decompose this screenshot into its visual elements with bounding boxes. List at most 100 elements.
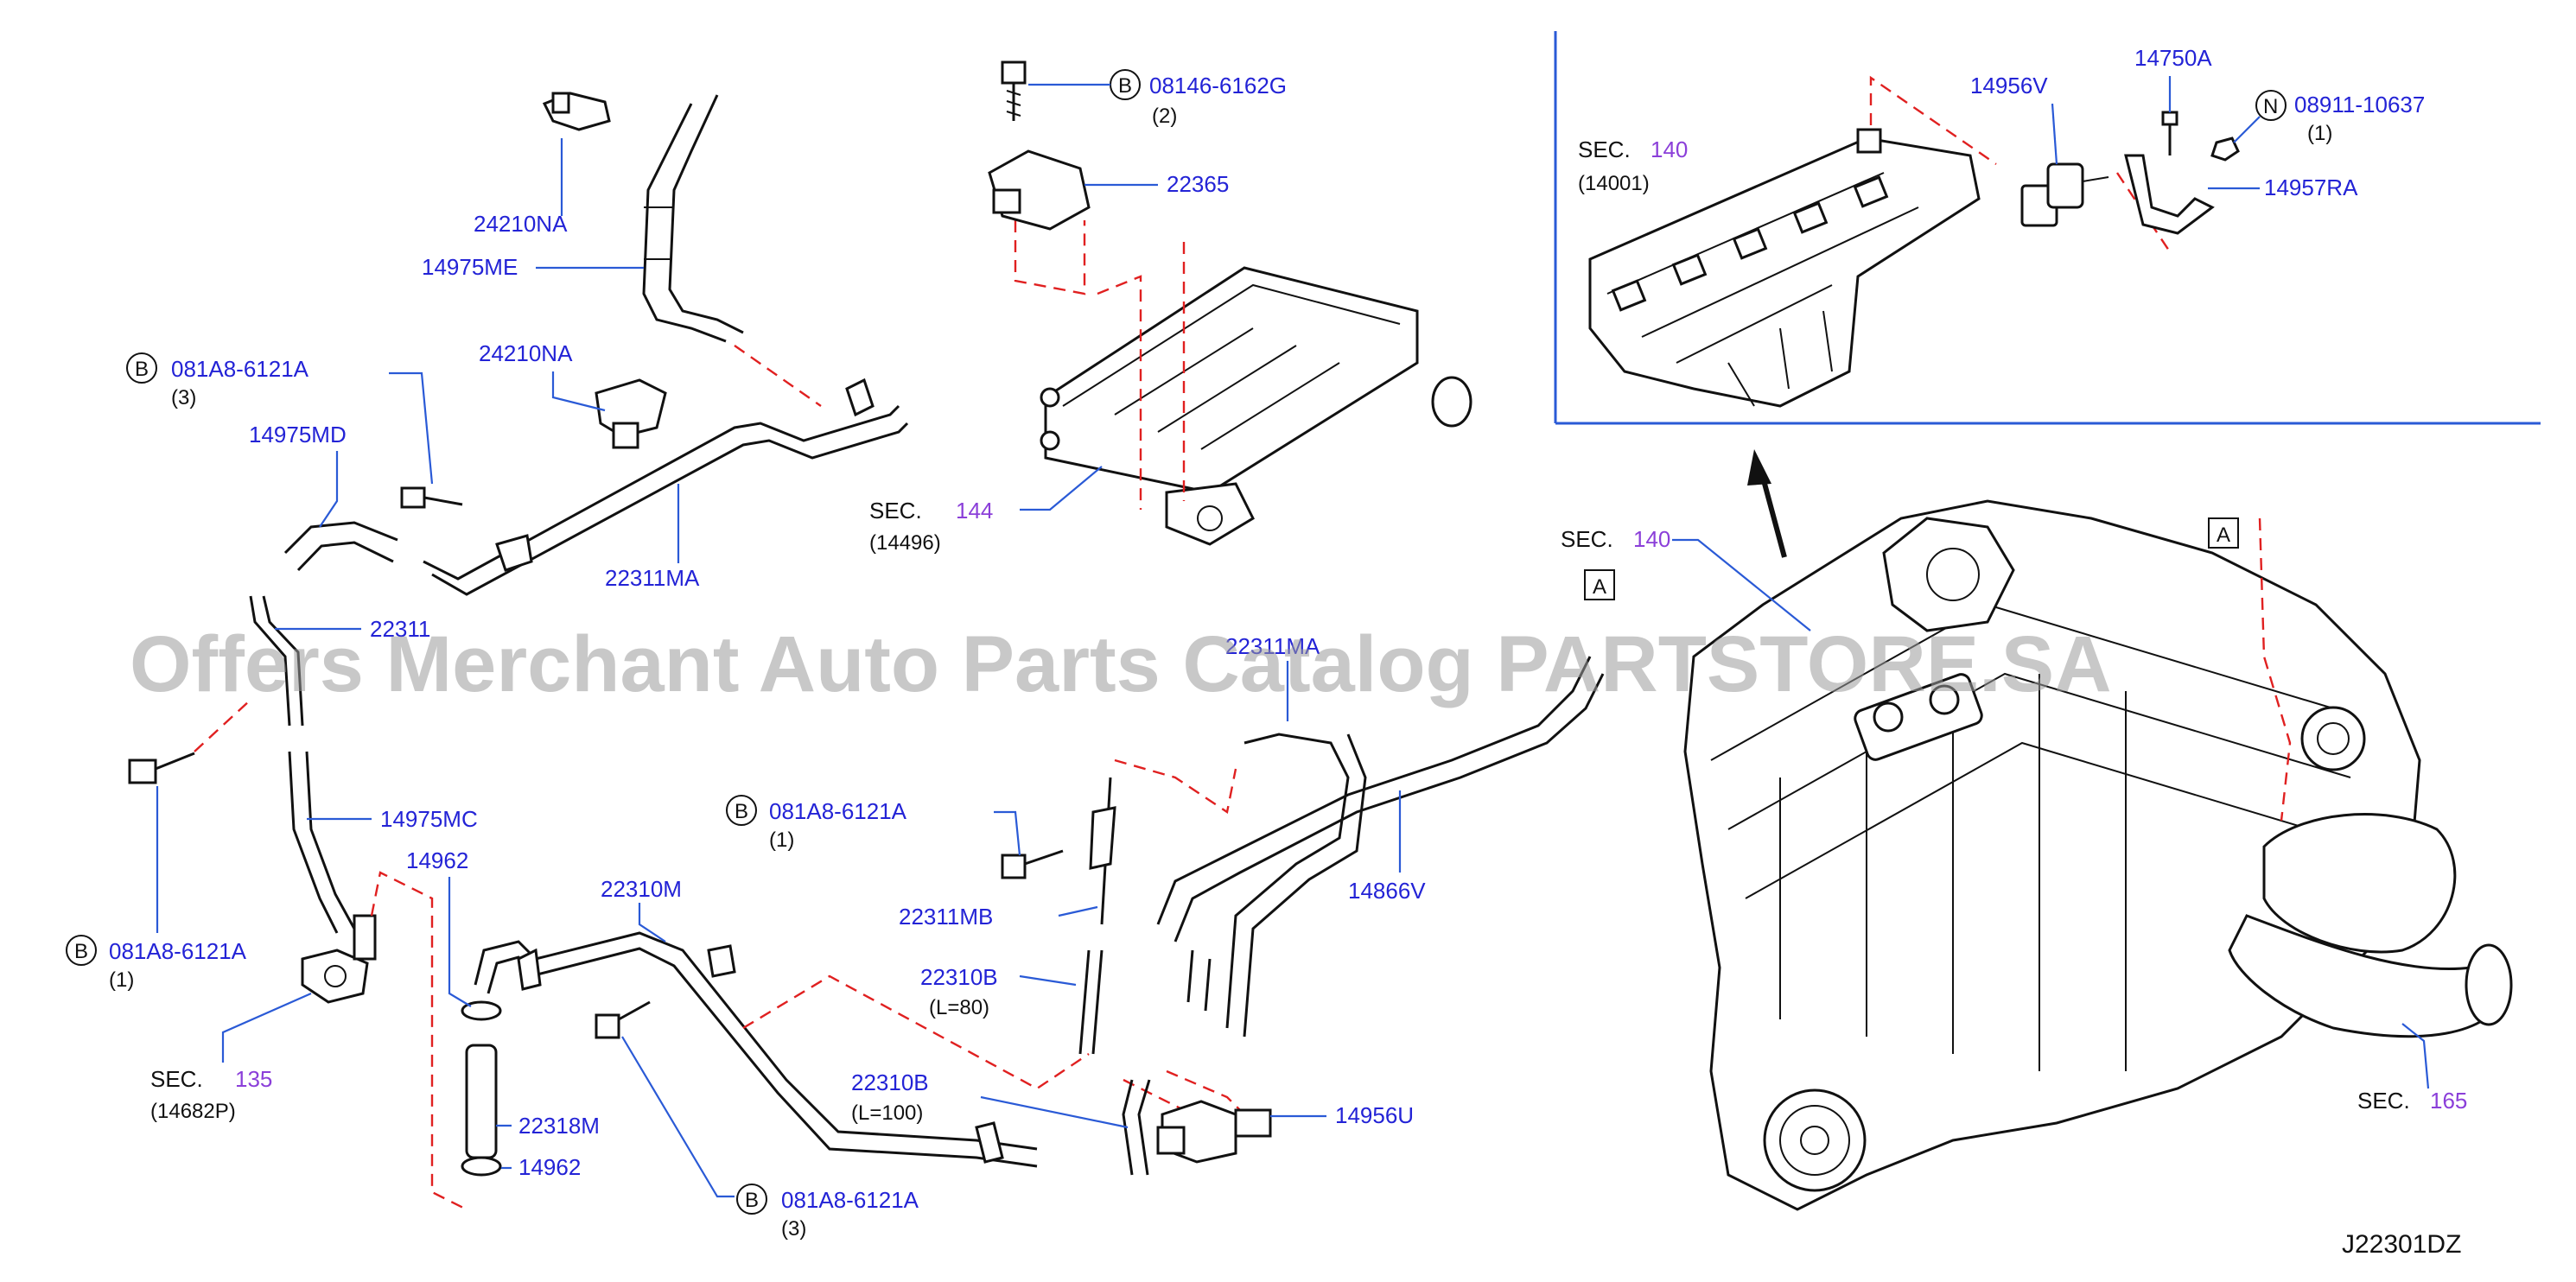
hose-22318M-drawing: [465, 1044, 498, 1159]
bolt-marker-B: B: [1118, 74, 1132, 98]
pipe-22310M-drawing: [474, 931, 1038, 1168]
callout-22310B-a: 22310B (L=80): [920, 964, 1077, 1019]
svg-text:22311MB: 22311MB: [899, 904, 993, 930]
svg-text:SEC.: SEC.: [869, 498, 922, 524]
hose-14975MD-drawing: [283, 521, 398, 572]
bolt-081A8-c-drawing: [595, 1000, 651, 1039]
diagram-code: J22301DZ: [2342, 1230, 2461, 1259]
svg-text:A: A: [2217, 524, 2230, 547]
svg-text:SEC.: SEC.: [150, 1066, 203, 1092]
sec-140-callout: SEC. 140: [1561, 526, 1811, 631]
callout-081A8-6121A-d: B 081A8-6121A (1): [726, 795, 1021, 856]
svg-text:135: 135: [235, 1066, 272, 1092]
sensor-14956V-drawing: [2020, 162, 2109, 227]
callout-22311MB: 22311MB: [899, 904, 1098, 930]
clip-24210NA-top-drawing: [542, 92, 611, 131]
callout-08146-6162G: B 08146-6162G (2): [1028, 69, 1287, 128]
callout-22310M: 22310M: [601, 876, 682, 942]
bolt-08146-drawing: [1001, 60, 1027, 121]
callout-14956V: 14956V: [1970, 73, 2058, 165]
hose-22310B-b-drawing: [1122, 1079, 1151, 1176]
bolt-14750A-drawing: [2161, 111, 2178, 155]
bolt-marker-B: B: [745, 1189, 759, 1212]
callout-081A8-6121A-b: B 081A8-6121A (1): [66, 786, 247, 992]
svg-text:24210NA: 24210NA: [474, 211, 568, 237]
connector-sec135-drawing: [301, 914, 377, 1004]
pipe-22311MA-drawing: [423, 378, 909, 596]
inset-frame: [1554, 31, 2541, 425]
callout-14957RA: 14957RA: [2208, 175, 2358, 200]
engine-assembly-drawing: [1683, 499, 2513, 1211]
vsv-14956U-drawing: [1156, 1100, 1272, 1164]
svg-text:140: 140: [1633, 526, 1670, 552]
view-marker-A-engine: A: [2208, 517, 2239, 549]
callout-081A8-6121A-a: B 081A8-6121A (3): [126, 352, 434, 485]
callout-24210NA-top: 24210NA: [474, 138, 568, 237]
svg-text:22311MA: 22311MA: [1225, 633, 1320, 659]
svg-text:SEC.: SEC.: [2357, 1088, 2410, 1114]
svg-text:14975ME: 14975ME: [422, 254, 518, 280]
svg-text:081A8-6121A: 081A8-6121A: [769, 798, 907, 824]
sec-144-callout: SEC. 144 (14496): [869, 466, 1103, 555]
clamp-14962-b-drawing: [461, 1156, 502, 1177]
callout-14866V: 14866V: [1348, 790, 1426, 904]
hose-14866V-drawing: [1156, 656, 1605, 1038]
svg-text:(1): (1): [769, 828, 794, 852]
watermark-text: Offers Merchant Auto Parts Catalog PARTS…: [130, 620, 2112, 708]
callout-22311MA: 22311MA: [605, 484, 700, 591]
callout-081A8-6121A-c: B 081A8-6121A (3): [621, 1036, 919, 1241]
svg-text:22311: 22311: [370, 616, 430, 642]
callout-14975MD: 14975MD: [249, 422, 347, 528]
svg-text:14975MD: 14975MD: [249, 422, 347, 447]
callout-24210NA-mid: 24210NA: [479, 340, 606, 412]
svg-text:14962: 14962: [406, 847, 468, 873]
svg-text:14962: 14962: [518, 1154, 581, 1180]
svg-text:144: 144: [956, 498, 993, 524]
intercooler-drawing: [1040, 266, 1472, 546]
svg-text:(14682P): (14682P): [150, 1100, 236, 1123]
svg-text:(L=80): (L=80): [929, 996, 989, 1019]
bolt-marker-B: B: [74, 940, 88, 963]
svg-text:14957RA: 14957RA: [2264, 175, 2358, 200]
bracket-22311MB-drawing: [1089, 777, 1116, 925]
pipe-22311-drawing: [249, 595, 304, 727]
svg-text:22318M: 22318M: [518, 1113, 600, 1139]
svg-text:081A8-6121A: 081A8-6121A: [781, 1187, 919, 1213]
svg-text:14956U: 14956U: [1335, 1102, 1414, 1128]
hose-14975ME-drawing: [642, 94, 744, 343]
svg-text:22310B: 22310B: [851, 1069, 929, 1095]
bolt-081A8-b-drawing: [128, 752, 195, 784]
svg-text:(3): (3): [781, 1217, 806, 1241]
callout-14956U: 14956U: [1270, 1102, 1414, 1128]
bolt-marker-B: B: [735, 800, 748, 823]
bolt-081A8-a-drawing: [400, 486, 463, 509]
callout-14975MC: 14975MC: [307, 806, 478, 832]
svg-text:08146-6162G: 08146-6162G: [1149, 73, 1287, 98]
callout-22311MA-b: 22311MA: [1225, 633, 1320, 721]
svg-text:(2): (2): [1152, 105, 1177, 128]
svg-text:140: 140: [1651, 136, 1688, 162]
svg-text:22310B: 22310B: [920, 964, 998, 990]
callout-22318M: 22318M: [496, 1113, 600, 1139]
clamp-14962-a-drawing: [461, 1000, 502, 1021]
sec-135-callout: SEC. 135 (14682P): [150, 992, 312, 1123]
svg-text:(14496): (14496): [869, 531, 941, 555]
callout-08911-10637: N 08911-10637 (1): [2233, 90, 2425, 145]
svg-text:(14001): (14001): [1578, 172, 1650, 195]
hose-22310B-a-drawing: [1078, 949, 1104, 1055]
svg-text:08911-10637: 08911-10637: [2294, 92, 2425, 117]
intake-manifold-drawing: [1588, 128, 1981, 408]
svg-text:(3): (3): [171, 386, 196, 409]
svg-text:SEC.: SEC.: [1578, 136, 1631, 162]
svg-text:165: 165: [2430, 1088, 2467, 1114]
callout-14975ME: 14975ME: [422, 254, 644, 280]
svg-text:A: A: [1593, 575, 1606, 599]
svg-text:081A8-6121A: 081A8-6121A: [109, 938, 247, 964]
view-arrow: [1747, 449, 1787, 558]
callout-22365: 22365: [1084, 171, 1229, 197]
svg-text:14975MC: 14975MC: [380, 806, 478, 832]
nut-08911-drawing: [2210, 136, 2240, 162]
svg-text:14866V: 14866V: [1348, 878, 1426, 904]
sec-165-callout: SEC. 165: [2357, 1023, 2467, 1114]
